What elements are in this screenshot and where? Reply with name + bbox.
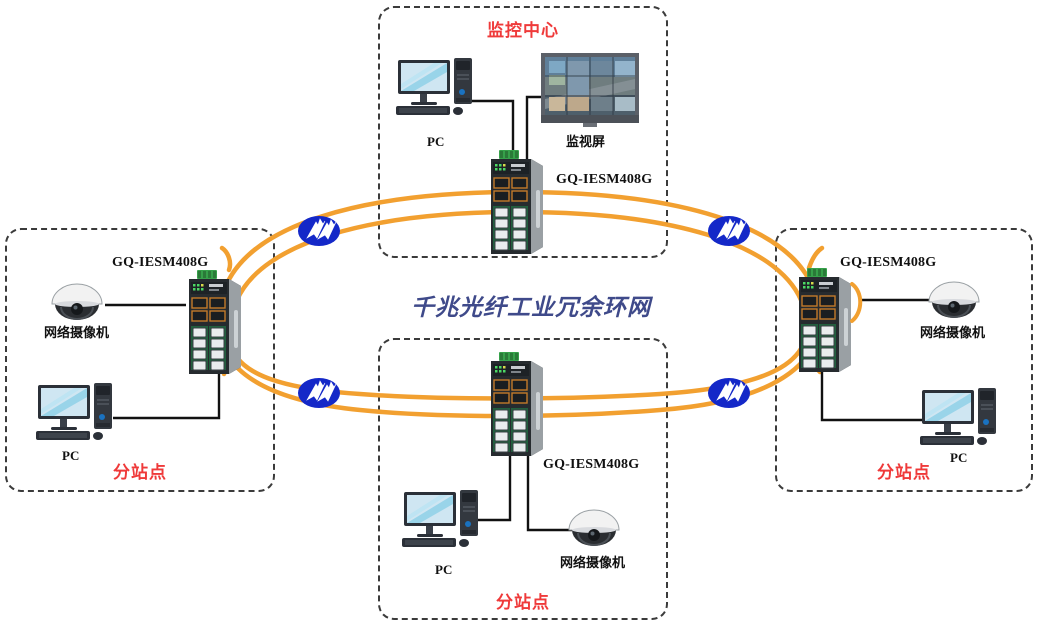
camera-substation-left <box>48 282 106 322</box>
zone-substation-bottom <box>378 338 668 620</box>
camera-substation-bottom <box>565 508 623 548</box>
video-wall-stand <box>583 123 597 127</box>
switch-leds <box>495 164 525 171</box>
switch-substation-left <box>185 270 247 374</box>
tower-icon <box>94 383 112 429</box>
tower-icon <box>978 388 996 434</box>
switch-rj45-ports <box>801 324 836 369</box>
switch-terminal-block <box>499 352 519 361</box>
label-camera-substation-right: 网络摄像机 <box>920 326 986 341</box>
zone-title-substation-left: 分站点 <box>113 463 167 483</box>
switch-leds <box>803 282 833 289</box>
link-right-switch-to-pc <box>820 370 925 422</box>
zone-title-monitoring-center: 监控中心 <box>487 21 559 41</box>
label-camera-substation-bottom: 网络摄像机 <box>560 556 626 571</box>
tower-icon <box>460 490 478 536</box>
ring-caption: 千兆光纤工业冗余环网 <box>411 294 651 321</box>
link-left-pc-to-switch <box>113 370 221 420</box>
camera-substation-right <box>925 280 983 320</box>
link-center-pc-to-switch <box>466 99 515 160</box>
switch-fiber-ports <box>801 295 836 320</box>
label-switch-substation-right: GQ-IESM408G <box>840 255 937 270</box>
switch-fiber-ports <box>493 177 528 202</box>
switch-fiber-ports <box>493 379 528 404</box>
zone-title-substation-bottom: 分站点 <box>496 593 550 613</box>
fiber-tail-left-upper <box>219 245 233 273</box>
switch-fiber-ports <box>191 297 226 322</box>
switch-terminal-block <box>807 268 827 277</box>
switch-substation-right <box>795 268 857 372</box>
label-pc-substation-bottom: PC <box>435 562 453 577</box>
label-switch-monitoring-center: GQ-IESM408G <box>556 172 653 187</box>
mouse-icon <box>453 107 463 115</box>
switch-leds <box>495 366 525 373</box>
mouse-icon <box>93 432 103 440</box>
switch-substation-bottom <box>487 352 549 456</box>
pc-substation-left <box>36 383 116 445</box>
fiber-link-node-top-left <box>297 215 341 247</box>
link-center-wall-to-switch <box>525 95 543 160</box>
switch-leds <box>193 284 223 291</box>
mouse-icon <box>459 539 469 547</box>
label-video-wall: 监视屏 <box>566 135 606 150</box>
label-camera-substation-left: 网络摄像机 <box>44 326 110 341</box>
keyboard-icon <box>396 106 450 115</box>
label-switch-substation-bottom: GQ-IESM408G <box>543 457 640 472</box>
switch-rj45-ports <box>493 408 528 453</box>
zone-substation-left <box>5 228 275 492</box>
label-pc-substation-left: PC <box>62 448 80 463</box>
monitor-icon <box>38 385 90 430</box>
monitor-icon <box>398 60 450 105</box>
video-wall-monitoring-center <box>541 53 639 129</box>
label-switch-substation-left: GQ-IESM408G <box>112 255 209 270</box>
zone-title-substation-right: 分站点 <box>877 463 931 483</box>
pc-monitoring-center <box>396 58 476 120</box>
monitor-icon <box>922 390 974 435</box>
switch-rj45-ports <box>191 326 226 371</box>
zone-monitoring-center <box>378 6 668 258</box>
switch-terminal-block <box>499 150 519 159</box>
video-wall-screen <box>545 57 635 115</box>
fiber-ring-inner <box>226 209 810 401</box>
keyboard-icon <box>920 436 974 445</box>
tower-icon <box>454 58 472 104</box>
fiber-link-node-bottom-left <box>297 377 341 409</box>
fiber-tail-right-upper <box>806 245 825 271</box>
fiber-link-node-bottom-right <box>707 377 751 409</box>
link-bottom-switch-to-camera <box>526 452 572 532</box>
switch-rj45-ports <box>493 206 528 251</box>
mouse-icon <box>977 437 987 445</box>
monitor-icon <box>404 492 456 537</box>
label-pc-substation-right: PC <box>950 450 968 465</box>
keyboard-icon <box>402 538 456 547</box>
zone-substation-right <box>775 228 1033 492</box>
label-pc-monitoring-center: PC <box>427 134 445 149</box>
switch-terminal-block <box>197 270 217 279</box>
fiber-accent-right-switch <box>850 282 863 323</box>
pc-substation-right <box>920 388 1000 450</box>
keyboard-icon <box>36 431 90 440</box>
switch-monitoring-center <box>487 150 549 254</box>
pc-substation-bottom <box>402 490 482 552</box>
fiber-link-node-top-right <box>707 215 751 247</box>
